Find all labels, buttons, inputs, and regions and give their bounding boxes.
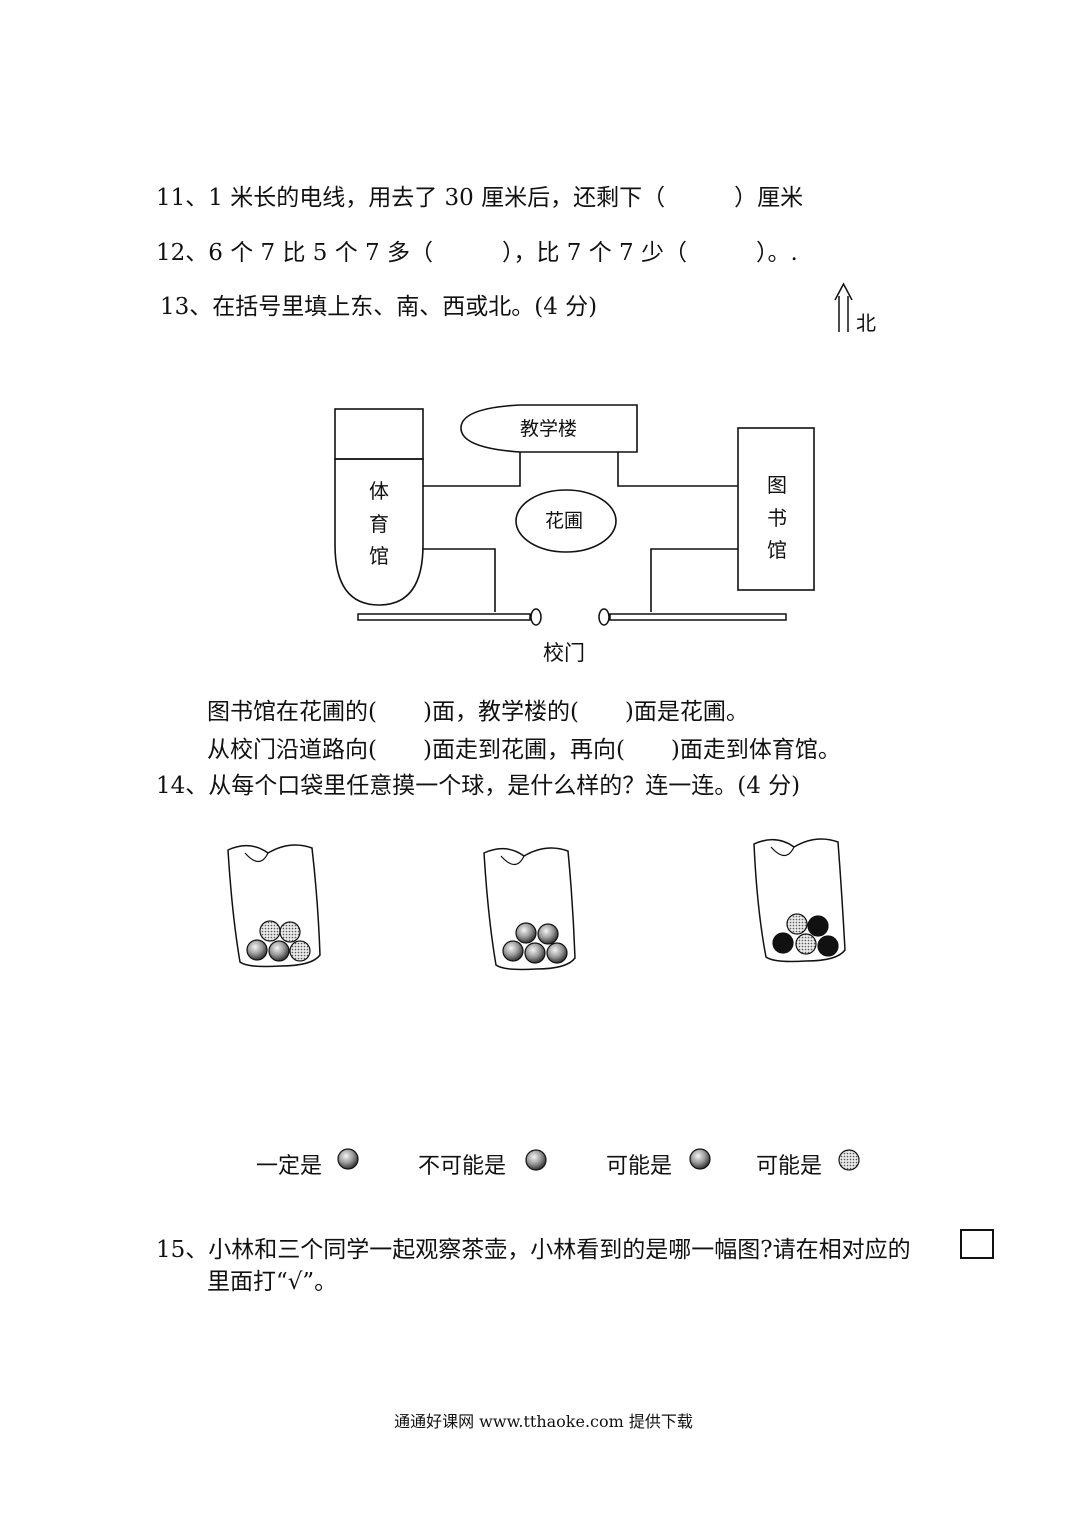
- library-building: [737, 427, 815, 591]
- gym-label-3: 馆: [369, 544, 389, 568]
- garden-label: 花圃: [545, 510, 583, 532]
- question-13-line-2: 从校门沿道路向( )面走到花圃，再向( )面走到体育馆。: [207, 737, 841, 763]
- option-1-label: 一定是: [256, 1154, 323, 1179]
- gym-building: [334, 408, 424, 606]
- question-13-line-1: 图书馆在花圃的( )面，教学楼的( )面是花圃。: [207, 699, 749, 725]
- gray-ball-icon: [525, 1149, 547, 1171]
- question-15-continued: 里面打“√”。: [207, 1269, 338, 1295]
- gym-label-1: 体: [369, 479, 389, 503]
- north-label: 北: [856, 311, 876, 335]
- question-11: 11、1 米长的电线，用去了 30 厘米后，还剩下（ ）厘米: [156, 185, 804, 211]
- footer: 通通好课网 www.tthaoke.com 提供下载: [394, 1412, 693, 1431]
- gate-label: 校门: [543, 641, 585, 665]
- roads: [423, 452, 738, 612]
- teaching-building: [460, 404, 638, 453]
- dotted-ball-icon: [838, 1149, 860, 1171]
- option-4-label: 可能是: [756, 1154, 823, 1179]
- question-12: 12、6 个 7 比 5 个 7 多（ ），比 7 个 7 少（ ）。.: [156, 240, 798, 266]
- question-14: 14、从每个口袋里任意摸一个球，是什么样的？连一连。(4 分): [156, 773, 801, 799]
- option-3-label: 可能是: [606, 1154, 673, 1179]
- question-15: 15、小林和三个同学一起观察茶壶，小林看到的是哪一幅图?请在相对应的: [156, 1237, 911, 1263]
- bag-1: [227, 844, 321, 968]
- library-label-3: 馆: [767, 538, 787, 562]
- option-2-label: 不可能是: [418, 1154, 507, 1179]
- north-arrow-icon: [834, 282, 853, 332]
- gray-ball-icon: [689, 1148, 711, 1170]
- answer-checkbox[interactable]: [960, 1229, 994, 1259]
- question-13: 13、在括号里填上东、南、西或北。(4 分): [160, 294, 598, 320]
- library-label-2: 书: [767, 506, 787, 530]
- library-label-1: 图: [767, 473, 787, 497]
- gym-label-2: 育: [369, 512, 389, 536]
- school-gate: [357, 608, 787, 626]
- bag-3: [753, 838, 846, 963]
- teaching-building-label: 教学楼: [520, 418, 577, 440]
- bag-2: [483, 847, 576, 971]
- garden: [515, 489, 617, 553]
- gray-ball-icon: [337, 1148, 359, 1170]
